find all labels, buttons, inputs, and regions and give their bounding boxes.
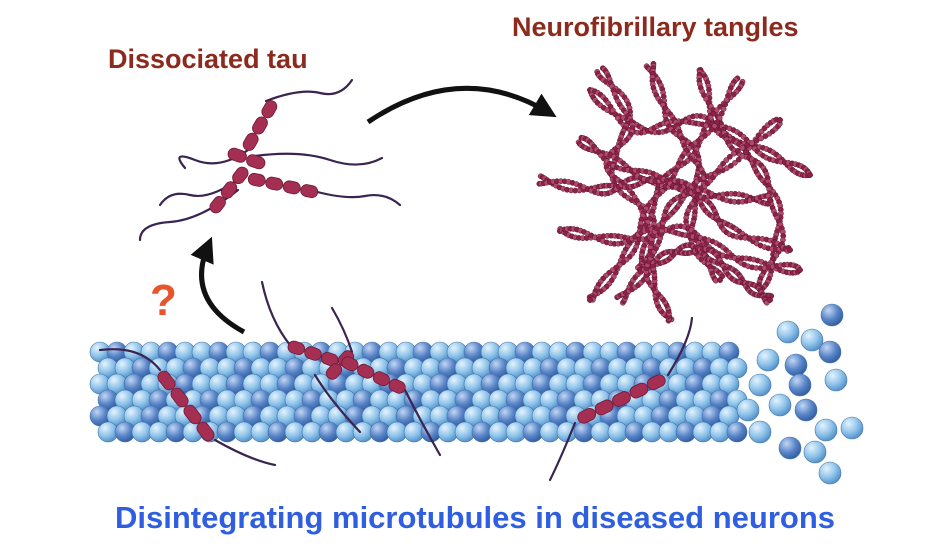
dissociated-tau-segments <box>209 100 319 214</box>
neurofibrillary-tangles-label: Neurofibrillary tangles <box>512 12 799 42</box>
free-tubulin-dimers <box>736 303 864 485</box>
bound-tau-segments <box>157 340 666 442</box>
arrow-microtubule-to-tau <box>190 236 246 335</box>
dissociated-tau-label: Dissociated tau <box>108 44 308 74</box>
question-mark: ? <box>150 276 177 325</box>
bound-tau-wires <box>98 280 694 482</box>
caption: Disintegrating microtubules in diseased … <box>114 500 836 535</box>
microtubule <box>89 341 748 443</box>
neurofibrillary-tangles <box>536 60 813 324</box>
arrow-tau-to-tangles <box>366 85 557 125</box>
